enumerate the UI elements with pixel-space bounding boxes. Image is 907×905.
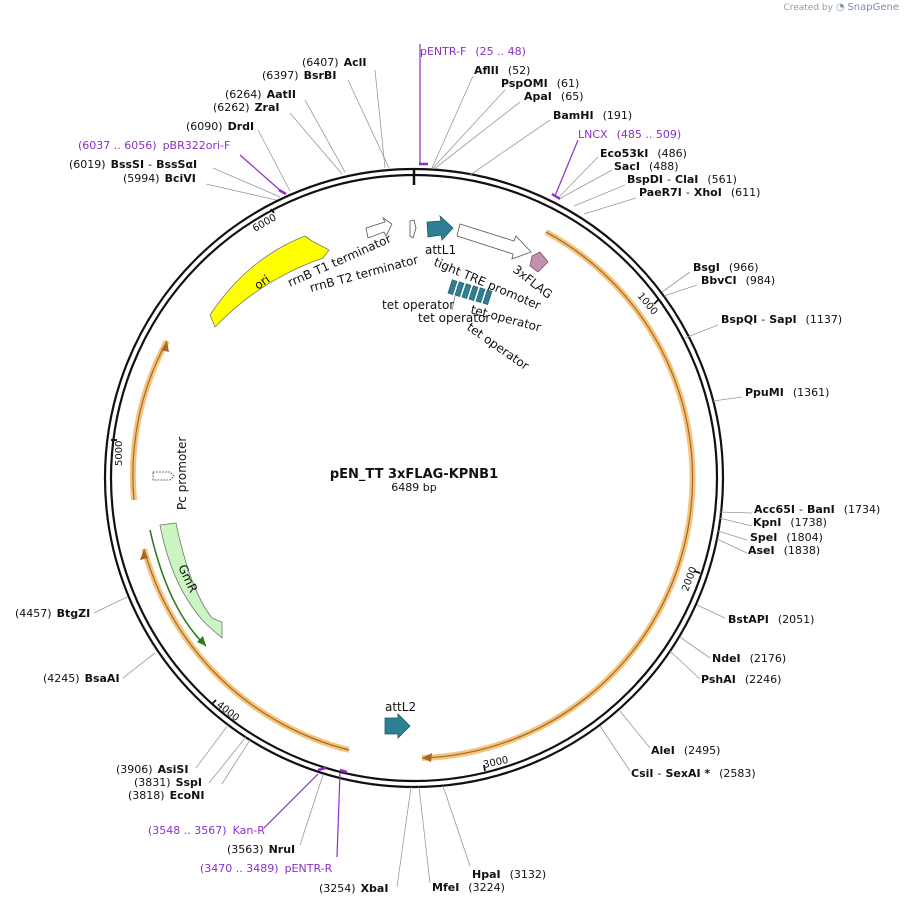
- site-acli: (6407)AclI: [302, 56, 366, 69]
- site-zrai: (6262)ZraI: [213, 101, 280, 114]
- attl1-feature: [426, 214, 454, 241]
- tick-label-4000: 4000: [214, 700, 241, 724]
- rrnb-t1-terminator-feature: [365, 216, 393, 239]
- site-paer7i: PaeR7I-XhoI(611): [639, 186, 760, 199]
- site-mfei: MfeI(3224): [432, 881, 505, 894]
- tick-label-6000: 6000: [251, 212, 279, 234]
- site-spei: SpeI(1804): [750, 531, 823, 544]
- site-pshai: PshAI(2246): [701, 673, 781, 686]
- gmr-arrowhead: [197, 636, 206, 646]
- snapgene-credit: Created by ◔ SnapGene: [783, 2, 899, 13]
- tet-operator-label-1: tet operator: [382, 298, 454, 312]
- site-bsaai: (4245)BsaAI: [43, 672, 120, 685]
- site-xbai: (3254)XbaI: [319, 882, 388, 895]
- site-kpni: KpnI(1738): [753, 516, 827, 529]
- tick-marks: [111, 208, 701, 772]
- site-bspqi: BspQI-SapI(1137): [721, 313, 842, 326]
- site-btgzi: (4457)BtgZI: [15, 607, 90, 620]
- plasmid-name: pEN_TT 3xFLAG-KPNB1: [330, 467, 498, 482]
- gmr-arrow: [149, 529, 207, 647]
- site-bspdi: BspDI-ClaI(561): [627, 173, 737, 186]
- kanr-arrow: [143, 548, 350, 751]
- site-bsssi: (6019)BssSI-BssSαI: [69, 158, 197, 171]
- credit-text: Created by: [783, 3, 833, 13]
- site-asei: AseI(1838): [748, 544, 820, 557]
- pc-promoter-label: Pc promoter: [175, 437, 189, 510]
- primer-marks: [239, 44, 579, 858]
- kanr-highlight: [141, 548, 350, 753]
- kpnb1-orf-arrow: [421, 231, 694, 759]
- site-leader-lines: [93, 69, 753, 888]
- site-acc65i: Acc65I-BanI(1734): [754, 503, 880, 516]
- kpnb1-orf-arrowhead: [422, 753, 432, 762]
- tick-label-3000: 3000: [482, 755, 509, 771]
- rrnb-t2-terminator-feature: [409, 219, 417, 239]
- site-aflii: AflII(52): [474, 64, 530, 77]
- site-alei: AleI(2495): [651, 744, 720, 757]
- site-bsrbi: (6397)BsrBI: [262, 69, 336, 82]
- site-ndei: NdeI(2176): [712, 652, 786, 665]
- ori-feature: [209, 235, 330, 328]
- left-feature-arrowhead: [161, 341, 169, 352]
- site-apai: ApaI(65): [524, 90, 584, 103]
- tet-operator-label-2: tet operator: [418, 311, 490, 325]
- kanr-arrowhead: [140, 549, 148, 560]
- site-asisi: (3906)AsiSI: [116, 763, 188, 776]
- site-saci: SacI(488): [614, 160, 679, 173]
- site-bsgi: BsgI(966): [693, 261, 759, 274]
- primer-pentr-r: (3470 .. 3489)pENTR-R: [200, 862, 333, 875]
- 3xflag-feature: [529, 251, 549, 273]
- site-hpai: HpaI(3132): [472, 868, 546, 881]
- site-bcivi: (5994)BciVI: [123, 172, 196, 185]
- site-csii: CsiI-SexAI *(2583): [631, 767, 756, 780]
- primer-pbr322ori-f: (6037 .. 6056)pBR322ori-F: [78, 139, 230, 152]
- tight-tre-promoter-feature: [456, 223, 532, 260]
- attl2-feature: [384, 713, 411, 739]
- site-drdi: (6090)DrdI: [186, 120, 254, 133]
- site-pspomi: PspOMI(61): [501, 77, 579, 90]
- snapgene-logo-icon: ◔: [835, 2, 845, 13]
- tet-operator-bars: [447, 279, 493, 305]
- site-nrui: (3563)NruI: [227, 843, 295, 856]
- plasmid-length: 6489 bp: [391, 481, 436, 494]
- site-sspi: (3831)SspI: [134, 776, 202, 789]
- primer-pentr-f: pENTR-F(25 .. 48): [420, 45, 526, 58]
- attl2-label: attL2: [385, 700, 416, 714]
- left-feature-arrow: [132, 340, 168, 501]
- site-bamhi: BamHI(191): [553, 109, 632, 122]
- site-ppumi: PpuMI(1361): [745, 386, 829, 399]
- site-bbvci: BbvCI(984): [701, 274, 775, 287]
- snapgene-name: SnapGene: [847, 2, 899, 13]
- primer-lncx: LNCX(485 .. 509): [578, 128, 681, 141]
- primer-kan-r: (3548 .. 3567)Kan-R: [148, 824, 265, 837]
- pc-promoter-feature: [152, 471, 175, 481]
- tet-operator-leader: [451, 295, 456, 311]
- site-econi: (3818)EcoNI: [128, 789, 204, 802]
- site-aatii: (6264)AatII: [225, 88, 296, 101]
- tick-label-5000: 5000: [114, 441, 125, 466]
- site-bstapi: BstAPI(2051): [728, 613, 814, 626]
- gmr-feature: [159, 522, 223, 639]
- site-eco53ki: Eco53kI(486): [600, 147, 687, 160]
- attl1-label: attL1: [425, 243, 456, 257]
